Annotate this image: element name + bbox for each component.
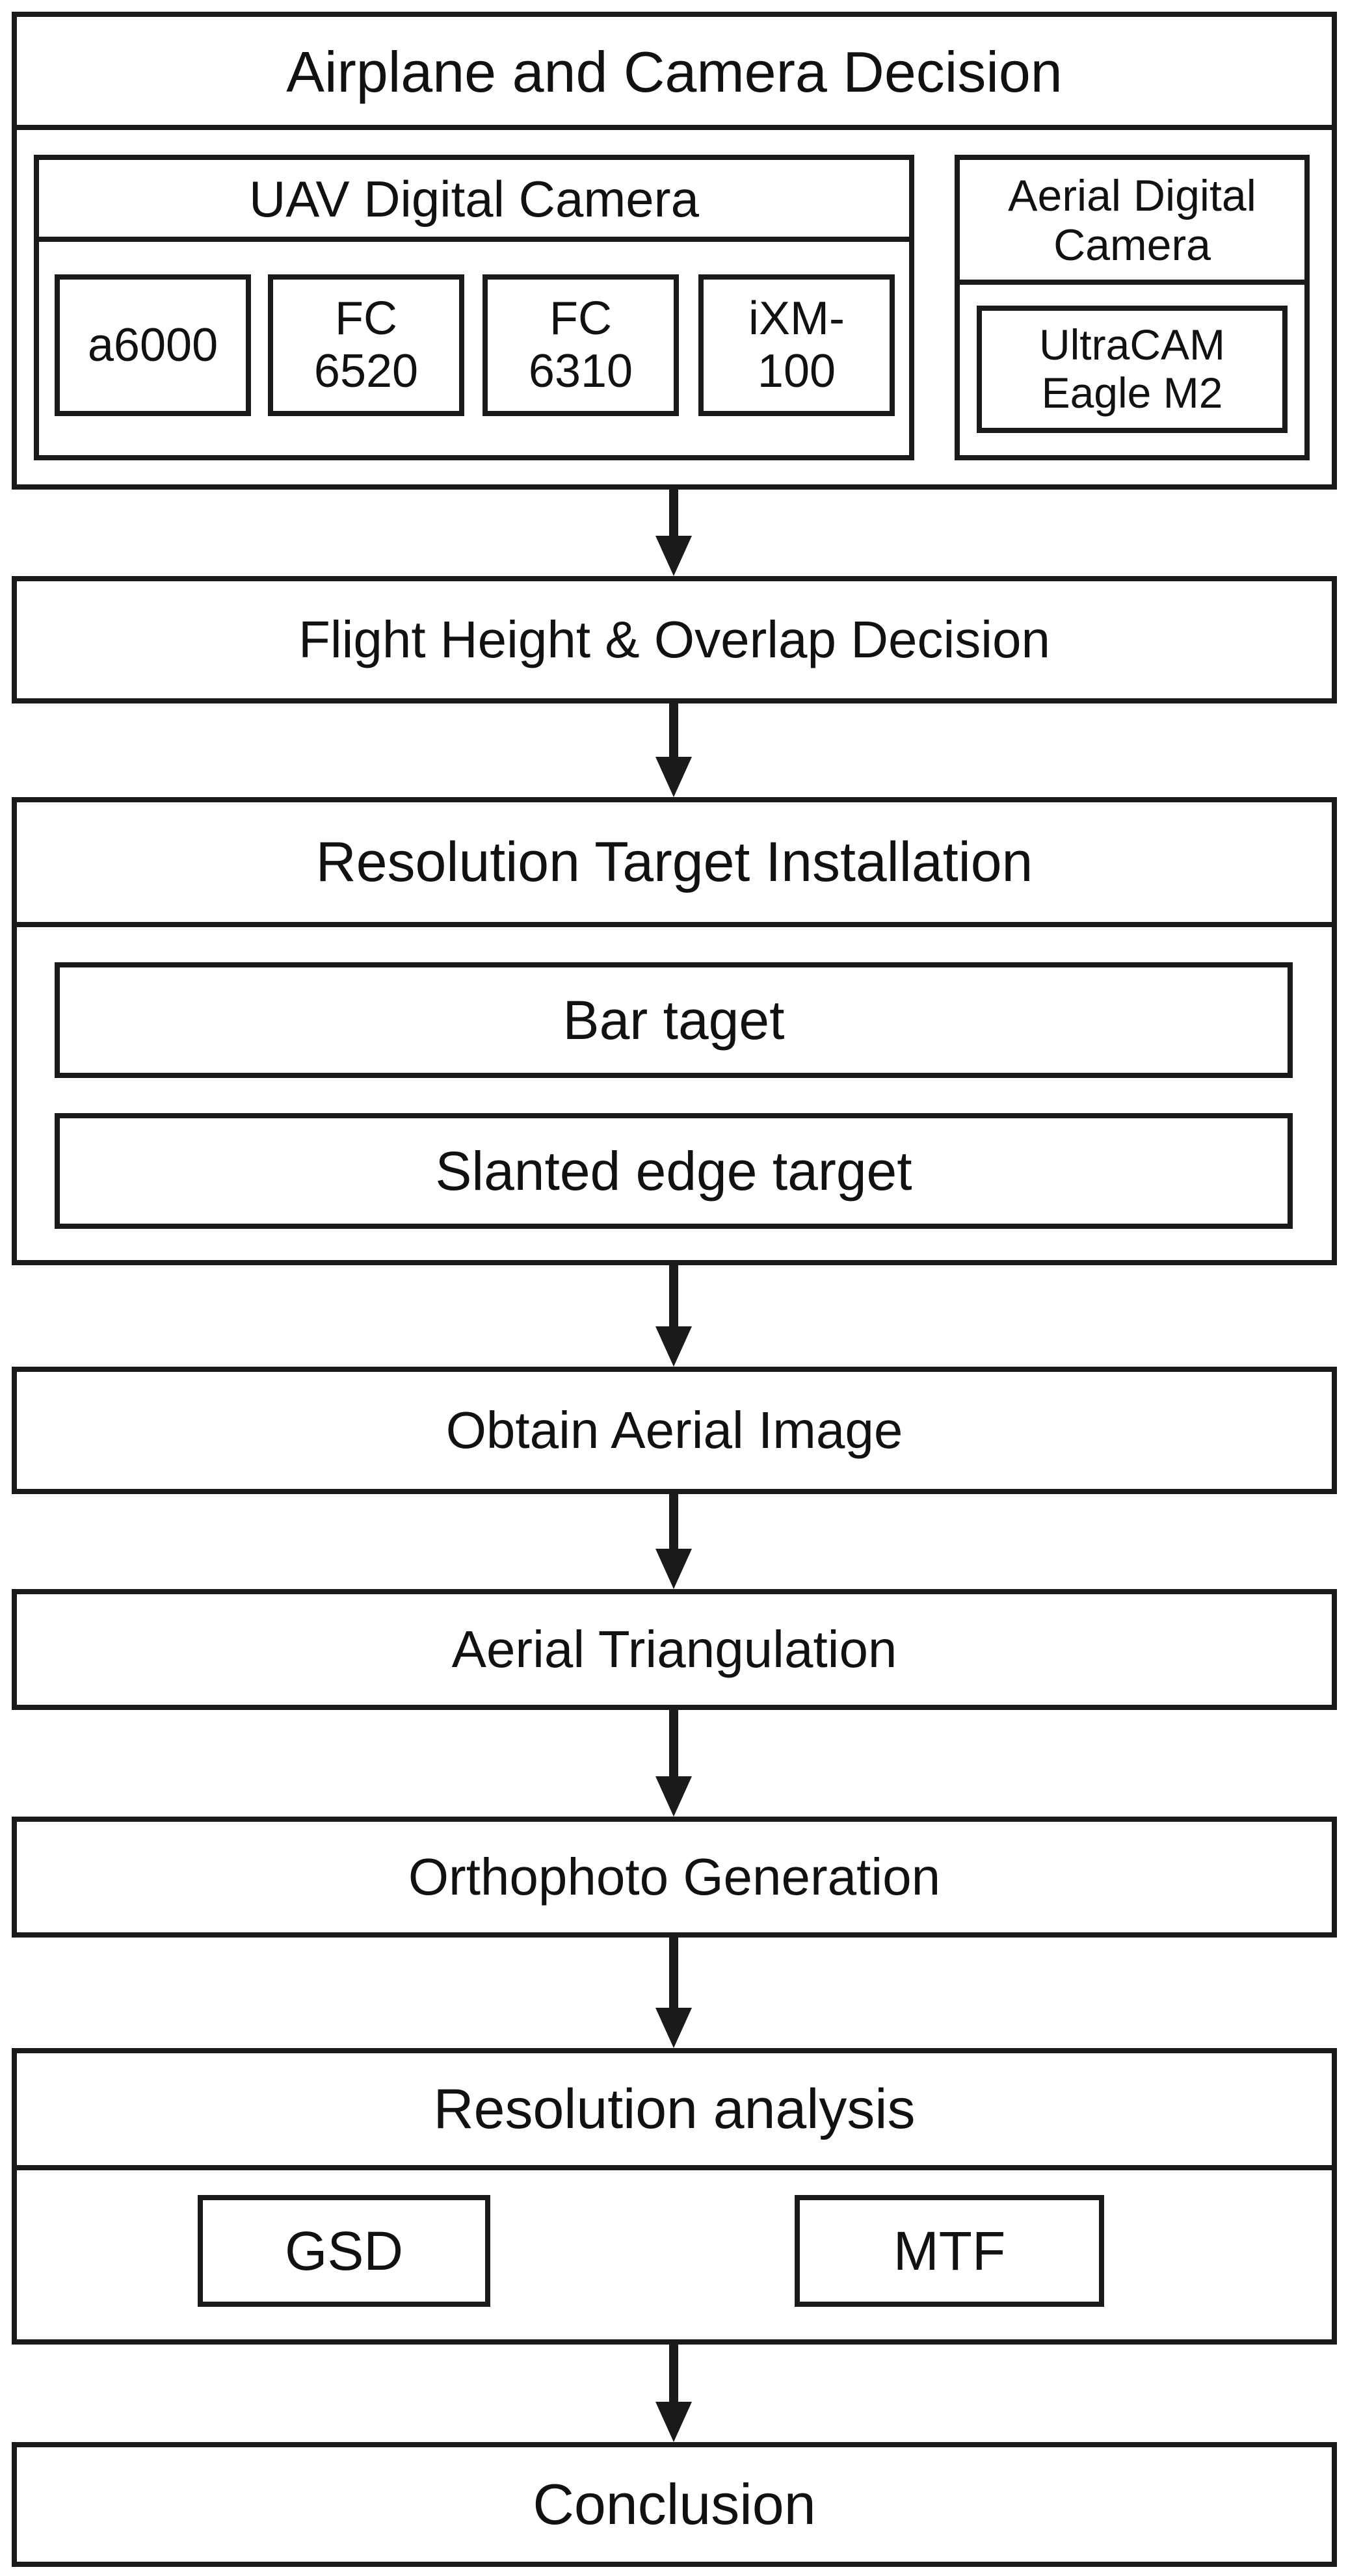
flight-height-overlap-box xyxy=(12,576,1337,703)
airplane-camera-decision-title: Airplane and Camera Decision xyxy=(286,39,1063,104)
conclusion-title: Conclusion xyxy=(533,2471,816,2536)
aerial-triangulation-box xyxy=(12,1589,1337,1710)
camera-fc6520-label: FC 6520 xyxy=(313,293,419,397)
arrow-step5-to-step6 xyxy=(655,1710,692,1817)
camera-fc6310-box xyxy=(482,274,679,416)
camera-a6000-label: a6000 xyxy=(87,319,218,371)
orthophoto-generation-box xyxy=(12,1817,1337,1938)
conclusion-box xyxy=(12,2442,1337,2567)
camera-ultracam-label: UltraCAM Eagle M2 xyxy=(1038,321,1225,417)
camera-fc6520-box xyxy=(268,274,464,416)
gsd-box xyxy=(198,2195,490,2307)
arrow-step6-to-step7 xyxy=(655,1938,692,2048)
bar-target-label: Bar taget xyxy=(562,989,785,1051)
arrow-step1-to-step2 xyxy=(655,490,692,576)
step3-divider xyxy=(12,922,1337,927)
aerial-group-divider xyxy=(955,280,1310,285)
arrow-step2-to-step3 xyxy=(655,703,692,797)
bar-target-box xyxy=(55,962,1293,1078)
slanted-edge-target-box xyxy=(55,1113,1293,1229)
arrow-step7-to-step8 xyxy=(655,2345,692,2442)
resolution-analysis-title: Resolution analysis xyxy=(433,2077,916,2140)
step7-divider xyxy=(12,2165,1337,2170)
mtf-box xyxy=(795,2195,1104,2307)
step1-divider xyxy=(12,125,1337,130)
camera-ultracam-box xyxy=(977,306,1288,433)
arrow-step3-to-step4 xyxy=(655,1265,692,1367)
slanted-edge-target-label: Slanted edge target xyxy=(435,1140,912,1202)
camera-ixm100-label: iXM- 100 xyxy=(748,293,845,397)
uav-camera-group-title: UAV Digital Camera xyxy=(248,170,700,228)
aerial-triangulation-title: Aerial Triangulation xyxy=(451,1620,897,1679)
arrow-step4-to-step5 xyxy=(655,1494,692,1589)
mtf-label: MTF xyxy=(893,2220,1006,2281)
camera-ixm100-box xyxy=(698,274,895,416)
camera-fc6310-label: FC 6310 xyxy=(528,293,633,397)
gsd-label: GSD xyxy=(284,2220,404,2281)
flight-height-overlap-title: Flight Height & Overlap Decision xyxy=(298,611,1051,669)
obtain-aerial-image-title: Obtain Aerial Image xyxy=(445,1401,903,1460)
obtain-aerial-image-box xyxy=(12,1367,1337,1494)
uav-group-divider xyxy=(34,237,914,242)
aerial-camera-group-title: Aerial Digital Camera xyxy=(1008,170,1256,270)
camera-a6000-box xyxy=(55,274,251,416)
resolution-target-title: Resolution Target Installation xyxy=(315,830,1033,893)
orthophoto-generation-title: Orthophoto Generation xyxy=(408,1848,941,1906)
